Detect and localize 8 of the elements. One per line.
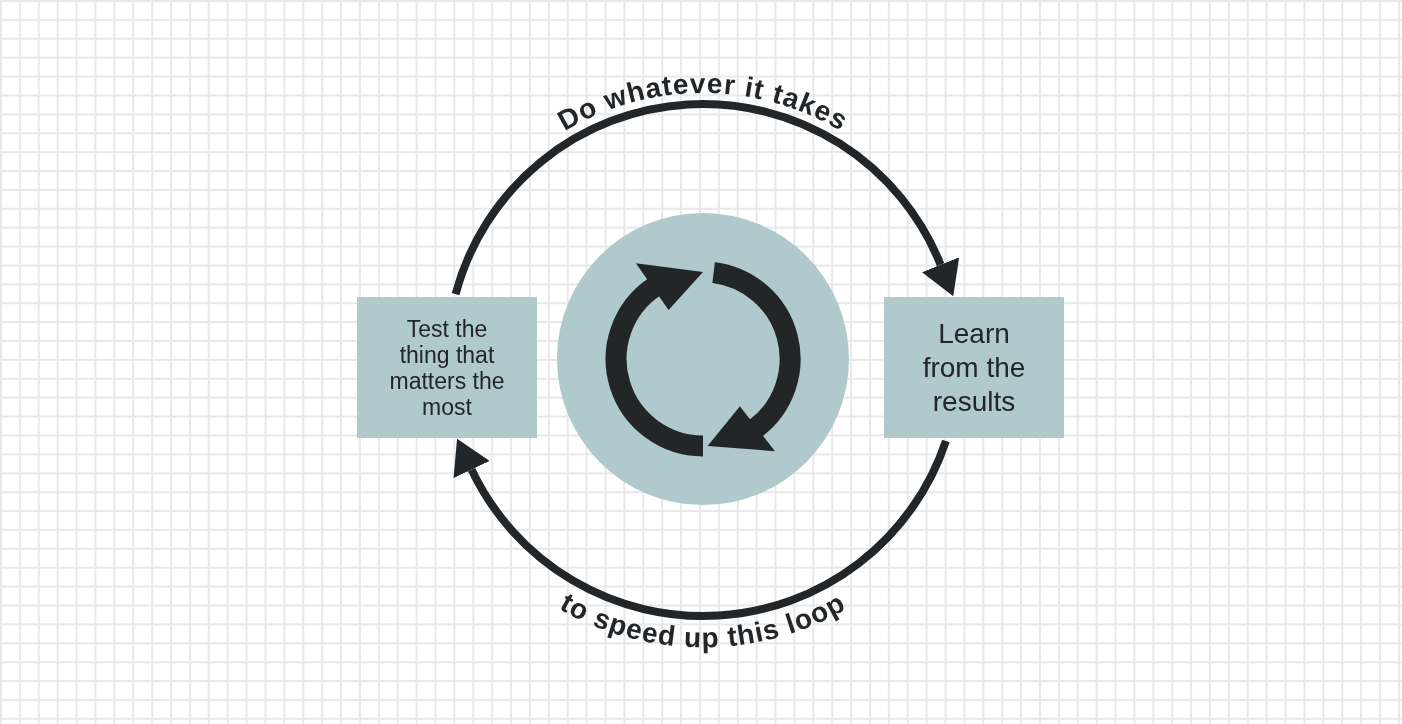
edge-label: Do whatever it takes	[552, 67, 854, 137]
curved-arrow	[454, 439, 950, 621]
step-text: Test the thing that matters the most	[388, 315, 506, 420]
step-box	[357, 297, 537, 438]
curved-arrow	[451, 100, 959, 296]
step-box	[884, 297, 1064, 438]
edge-label: to speed up this loop	[555, 586, 851, 654]
step-text: Learn from the results	[921, 316, 1027, 419]
